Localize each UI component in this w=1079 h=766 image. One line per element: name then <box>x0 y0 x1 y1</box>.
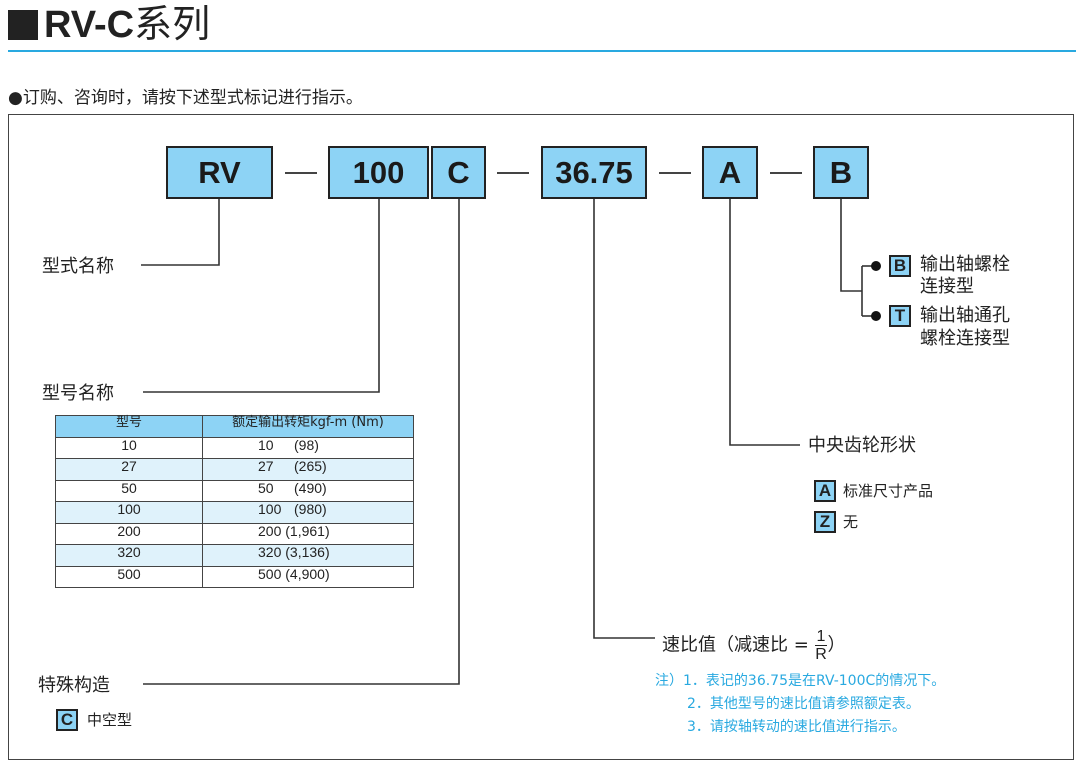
line-rv <box>141 198 220 266</box>
separator-dash <box>659 172 691 174</box>
line-output <box>840 198 862 292</box>
table-cell-model: 10 <box>55 436 203 459</box>
label-model-name: 型式名称 <box>42 256 114 277</box>
label-ratio-value: 速比值（减速比 = 1 R ） <box>662 628 845 663</box>
square-bullet-icon <box>8 10 38 40</box>
code-box-output: B <box>813 146 869 199</box>
option-desc-b-line1: 输出轴螺栓 <box>920 254 1010 275</box>
code-box-gear: A <box>702 146 758 199</box>
table-row: 50 50(490) <box>55 479 414 502</box>
table-cell-torque: 320 (3,136) <box>202 544 414 567</box>
table-row: 320 320 (3,136) <box>55 544 414 567</box>
ratio-fraction: 1 R <box>814 628 828 663</box>
label-type-name: 型号名称 <box>42 383 114 404</box>
intro-text: ●订购、咨询时，请按下述型式标记进行指示。 <box>8 88 363 108</box>
table-cell-model: 27 <box>55 458 203 481</box>
option-code-t: T <box>889 305 911 327</box>
table-cell-model: 200 <box>55 522 203 545</box>
table-row: 10 10(98) <box>55 436 414 459</box>
table-cell-torque: 500 (4,900) <box>202 565 414 588</box>
ratio-value-text: 速比值（减速比 = <box>662 634 809 656</box>
separator-dash <box>497 172 529 174</box>
option-code-a: A <box>814 480 836 502</box>
table-cell-torque: 200 (1,961) <box>202 522 414 545</box>
line-size <box>143 198 380 393</box>
code-box-rv: RV <box>166 146 273 199</box>
code-box-size: 100 <box>328 146 429 199</box>
bullet-dot-b <box>871 261 881 271</box>
option-code-b: B <box>889 255 911 277</box>
table-cell-torque: 10(98) <box>202 436 414 459</box>
code-box-ratio: 36.75 <box>541 146 647 199</box>
option-desc-a: 标准尺寸产品 <box>843 482 934 500</box>
separator-dash <box>285 172 317 174</box>
table-row: 27 27(265) <box>55 458 414 481</box>
option-desc-b-line2: 连接型 <box>920 276 974 297</box>
separator-dash <box>770 172 802 174</box>
table-cell-torque: 50(490) <box>202 479 414 502</box>
page-title: RV-C系列 <box>8 2 210 47</box>
title-suffix: 系列 <box>134 2 211 46</box>
table-header-model: 型号 <box>55 415 203 438</box>
table-header-row: 型号 额定输出转矩kgf-m (Nm) <box>55 415 414 438</box>
note-1: 注）1．表记的36.75是在RV-100C的情况下。 <box>655 673 946 689</box>
bullet-dot-t <box>871 311 881 321</box>
table-row: 200 200 (1,961) <box>55 522 414 545</box>
option-desc-t-line2: 螺栓连接型 <box>920 328 1010 349</box>
fraction-numerator: 1 <box>814 628 828 646</box>
title-divider <box>8 50 1076 52</box>
title-code: RV-C <box>44 4 135 46</box>
diagram-frame <box>8 114 1074 760</box>
line-c <box>143 198 460 685</box>
rated-torque-table: 型号 额定输出转矩kgf-m (Nm) 10 10(98) 27 27(265)… <box>55 415 414 588</box>
table-cell-model: 500 <box>55 565 203 588</box>
note-3: 3．请按轴转动的速比值进行指示。 <box>687 719 906 735</box>
table-header-torque: 额定输出转矩kgf-m (Nm) <box>202 415 414 438</box>
option-desc-c: 中空型 <box>87 711 133 729</box>
table-cell-torque: 27(265) <box>202 458 414 481</box>
table-cell-model: 100 <box>55 501 203 524</box>
fraction-denominator: R <box>815 646 827 663</box>
table-cell-model: 320 <box>55 544 203 567</box>
table-row: 500 500 (4,900) <box>55 565 414 588</box>
option-desc-t-line1: 输出轴通孔 <box>920 305 1010 326</box>
option-code-c: C <box>56 709 78 731</box>
line-ratio <box>593 198 655 639</box>
option-desc-z: 无 <box>843 513 859 531</box>
note-2: 2．其他型号的速比值请参照额定表。 <box>687 696 920 712</box>
label-special-structure: 特殊构造 <box>38 675 110 696</box>
table-cell-torque: 100(980) <box>202 501 414 524</box>
code-box-c: C <box>431 146 486 199</box>
ratio-close-paren: ） <box>827 634 846 656</box>
table-row: 100 100(980) <box>55 501 414 524</box>
line-gear <box>729 198 800 446</box>
table-cell-model: 50 <box>55 479 203 502</box>
option-code-z: Z <box>814 511 836 533</box>
label-center-gear: 中央齿轮形状 <box>808 435 916 456</box>
